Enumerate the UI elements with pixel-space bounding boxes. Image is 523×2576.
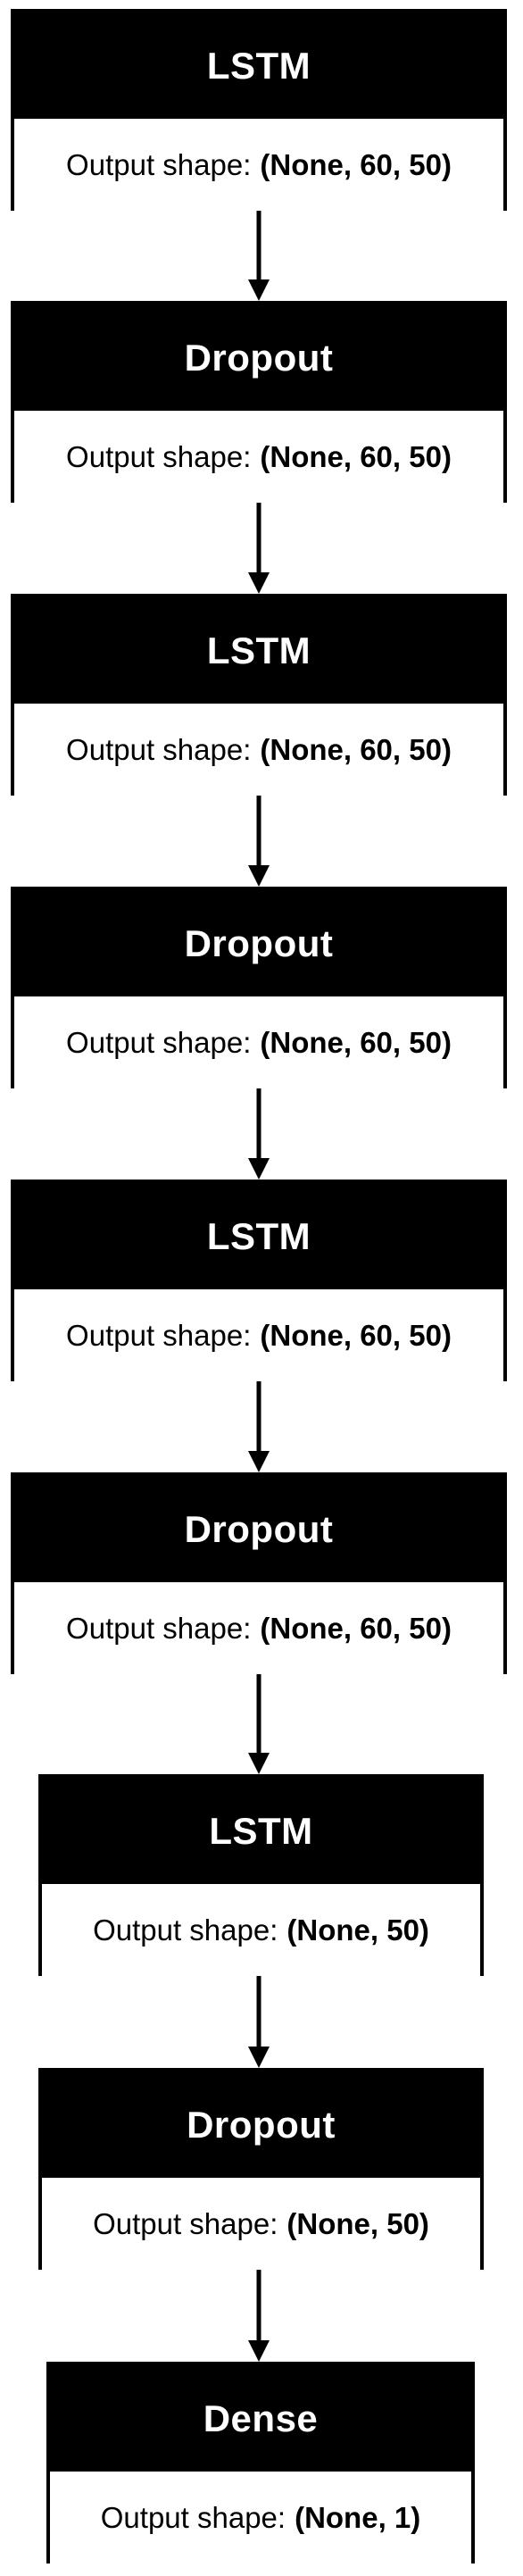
layer-output-shape: Output shape: (None, 50) bbox=[42, 1884, 480, 1976]
output-shape-value: (None, 50) bbox=[286, 1913, 429, 1947]
layer-output-shape: Output shape: (None, 50) bbox=[42, 2178, 480, 2270]
layer-type-label: Dense bbox=[203, 2397, 319, 2439]
layer-type-label: LSTM bbox=[206, 629, 311, 671]
output-shape-label: Output shape: bbox=[93, 2206, 278, 2240]
edge-arrowhead bbox=[248, 1158, 270, 1180]
output-shape-label: Output shape: bbox=[100, 2500, 286, 2534]
layer-type-label: LSTM bbox=[206, 1214, 311, 1257]
layer-type-label: LSTM bbox=[209, 1809, 313, 1852]
output-shape-label: Output shape: bbox=[66, 732, 252, 766]
layer-output-shape: Output shape: (None, 60, 50) bbox=[14, 411, 503, 503]
output-shape-value: (None, 1) bbox=[295, 2500, 421, 2534]
layer-node-lstm-3: LSTM Output shape: (None, 60, 50) bbox=[11, 1180, 507, 1381]
layer-node-dense: Dense Output shape: (None, 1) bbox=[46, 2362, 475, 2563]
edge-arrowhead bbox=[248, 1451, 270, 1472]
output-shape-value: (None, 60, 50) bbox=[260, 1611, 452, 1645]
layer-node-dropout-3: Dropout Output shape: (None, 60, 50) bbox=[11, 1472, 507, 1674]
layer-output-shape: Output shape: (None, 60, 50) bbox=[14, 119, 503, 211]
layer-type-label: Dropout bbox=[184, 1507, 334, 1550]
edge-arrowhead bbox=[248, 865, 270, 887]
layer-type-label: LSTM bbox=[206, 44, 311, 87]
edge-arrowhead bbox=[248, 2340, 270, 2362]
layer-node-lstm-4: LSTM Output shape: (None, 50) bbox=[38, 1774, 484, 1976]
output-shape-label: Output shape: bbox=[66, 147, 252, 181]
layer-type-label: Dropout bbox=[184, 921, 334, 964]
layer-type-label: Dropout bbox=[187, 2103, 336, 2146]
layer-output-shape: Output shape: (None, 60, 50) bbox=[14, 704, 503, 796]
output-shape-label: Output shape: bbox=[66, 439, 252, 473]
output-shape-value: (None, 60, 50) bbox=[260, 147, 452, 181]
layer-node-dropout-1: Dropout Output shape: (None, 60, 50) bbox=[11, 301, 507, 503]
layer-node-dropout-2: Dropout Output shape: (None, 60, 50) bbox=[11, 887, 507, 1088]
output-shape-value: (None, 60, 50) bbox=[260, 1025, 452, 1059]
output-shape-label: Output shape: bbox=[93, 1913, 278, 1947]
layer-output-shape: Output shape: (None, 60, 50) bbox=[14, 996, 503, 1088]
layer-node-lstm-2: LSTM Output shape: (None, 60, 50) bbox=[11, 594, 507, 796]
edge-arrowhead bbox=[248, 572, 270, 594]
output-shape-label: Output shape: bbox=[66, 1611, 252, 1645]
layer-node-dropout-4: Dropout Output shape: (None, 50) bbox=[38, 2068, 484, 2270]
layer-node-lstm-1: LSTM Output shape: (None, 60, 50) bbox=[11, 9, 507, 211]
layer-output-shape: Output shape: (None, 1) bbox=[50, 2472, 471, 2563]
output-shape-value: (None, 60, 50) bbox=[260, 732, 452, 766]
output-shape-label: Output shape: bbox=[66, 1025, 252, 1059]
output-shape-value: (None, 60, 50) bbox=[260, 439, 452, 473]
edge-arrowhead bbox=[248, 2047, 270, 2068]
layer-type-label: Dropout bbox=[184, 336, 334, 379]
layer-output-shape: Output shape: (None, 60, 50) bbox=[14, 1289, 503, 1381]
layer-output-shape: Output shape: (None, 60, 50) bbox=[14, 1582, 503, 1674]
output-shape-value: (None, 50) bbox=[286, 2206, 429, 2240]
output-shape-label: Output shape: bbox=[66, 1318, 252, 1352]
edge-arrowhead bbox=[248, 279, 270, 301]
edge-arrowhead bbox=[248, 1753, 270, 1774]
output-shape-value: (None, 60, 50) bbox=[260, 1318, 452, 1352]
